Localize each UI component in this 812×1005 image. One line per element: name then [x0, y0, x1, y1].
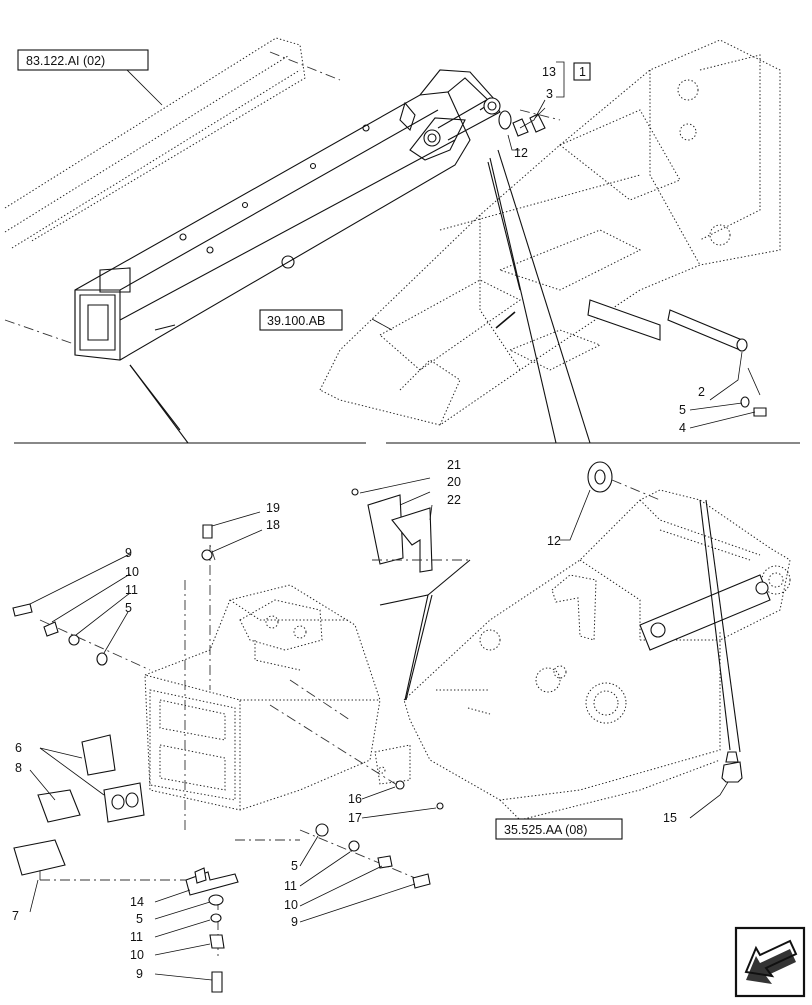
callout-18: 18 — [266, 518, 280, 532]
reference-83-122-ai-02[interactable]: 83.122.AI (02) — [17, 49, 149, 71]
callout-5d: 5 — [136, 912, 143, 926]
callout-12b: 12 — [547, 534, 561, 548]
callout-7: 7 — [12, 909, 19, 923]
lower-detail-assembly — [12, 461, 791, 993]
upper-boom-assembly — [4, 37, 800, 444]
callout-10: 10 — [125, 565, 139, 579]
callout-17: 17 — [348, 811, 362, 825]
callout-9c: 9 — [136, 967, 143, 981]
bracket — [556, 61, 565, 98]
callout-11c: 11 — [130, 930, 143, 944]
callout-3: 3 — [546, 87, 553, 101]
callout-14: 14 — [130, 895, 144, 909]
note-box-1: 1 — [573, 62, 591, 81]
back-arrow-icon[interactable] — [734, 926, 806, 998]
svg-text:35.525.AA (08): 35.525.AA (08) — [504, 823, 587, 837]
callout-labels: 13 3 12 2 5 4 21 20 22 19 18 9 10 11 5 6… — [12, 65, 705, 981]
callout-6: 6 — [15, 741, 22, 755]
callout-10b: 10 — [284, 898, 298, 912]
callout-5: 5 — [679, 403, 686, 417]
callout-13: 13 — [542, 65, 556, 79]
callout-12: 12 — [514, 146, 528, 160]
reference-39-100-ab[interactable]: 39.100.AB — [259, 309, 343, 331]
callout-21: 21 — [447, 458, 461, 472]
callout-9: 9 — [125, 546, 132, 560]
callout-15: 15 — [663, 811, 677, 825]
callout-19: 19 — [266, 501, 280, 515]
callout-11: 11 — [125, 583, 138, 597]
callout-11b: 11 — [284, 879, 297, 893]
reference-35-525-aa-08[interactable]: 35.525.AA (08) — [495, 818, 623, 840]
callout-5: 5 — [125, 601, 132, 615]
callout-5c: 5 — [291, 859, 298, 873]
callout-4: 4 — [679, 421, 686, 435]
callout-16: 16 — [348, 792, 362, 806]
callout-2: 2 — [698, 385, 705, 399]
callout-9b: 9 — [291, 915, 298, 929]
svg-text:39.100.AB: 39.100.AB — [267, 314, 325, 328]
callout-22: 22 — [447, 493, 461, 507]
callout-8: 8 — [15, 761, 22, 775]
callout-20: 20 — [447, 475, 461, 489]
svg-text:83.122.AI (02): 83.122.AI (02) — [26, 54, 105, 68]
callout-10c: 10 — [130, 948, 144, 962]
svg-text:1: 1 — [579, 65, 586, 79]
